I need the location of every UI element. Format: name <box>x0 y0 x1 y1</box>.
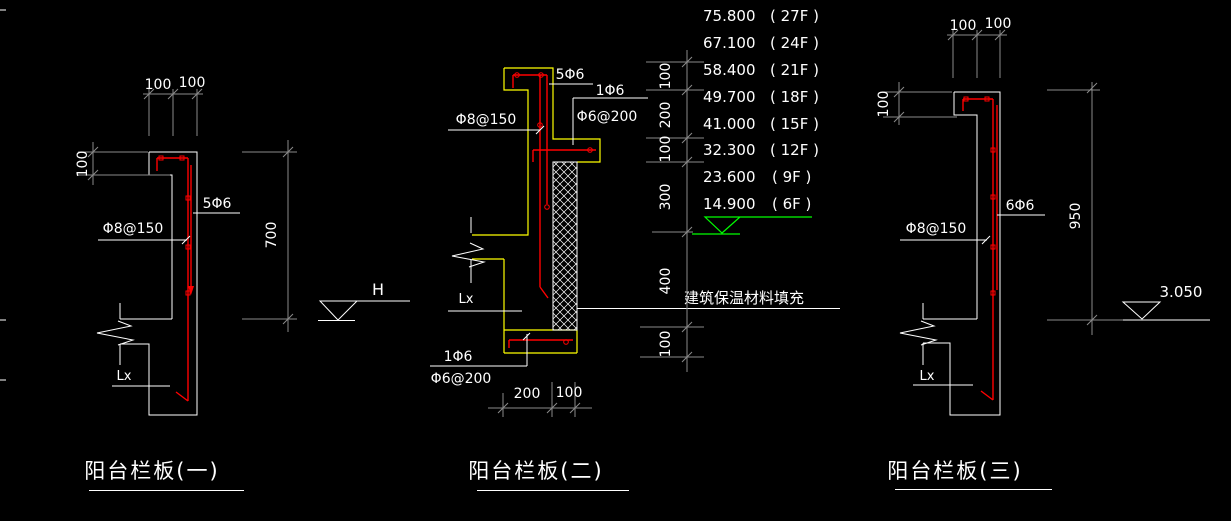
dim-bottom-width: 200 <box>514 386 541 402</box>
chain-dim-5: 100 <box>658 331 674 358</box>
label-ledge-bar: 1Φ6 <box>596 83 625 99</box>
elevation-value: 49.700 <box>703 88 756 106</box>
elevation-floor: ( 27F ) <box>770 7 819 25</box>
elevation-floor: ( 24F ) <box>770 34 819 52</box>
insulation-hatch <box>552 161 578 331</box>
elevation-floor: ( 9F ) <box>772 168 811 186</box>
rebar-section-dots <box>514 72 593 345</box>
elevation-floor: ( 21F ) <box>770 61 819 79</box>
dim-top-left: 100 <box>145 77 172 93</box>
drawing-1-title: 阳台栏板(一) <box>84 459 219 483</box>
elevation-value: 75.800 <box>703 7 756 25</box>
bottom-dimensions <box>488 382 592 417</box>
dim-bottom-insulation: 100 <box>556 385 583 401</box>
elevation-floor: ( 18F ) <box>770 88 819 106</box>
chain-dim-0: 100 <box>658 63 674 90</box>
dim-top-right: 100 <box>985 16 1012 32</box>
canvas-edge-ticks <box>0 9 6 381</box>
elevation-floor: ( 12F ) <box>770 141 819 159</box>
dim-left: 100 <box>876 91 892 118</box>
level-marker-h: H <box>318 280 410 321</box>
elevation-floor: ( 15F ) <box>770 115 819 133</box>
level-label: 3.050 <box>1160 283 1203 301</box>
leader-bottom-bar <box>430 332 531 367</box>
chain-dim-4: 400 <box>658 268 674 295</box>
elevation-value: 67.100 <box>703 34 756 52</box>
leader-phi8 <box>448 125 545 135</box>
dimension-chain <box>640 50 704 372</box>
drawing-2: 5Φ6 1Φ6 Φ6@200 Φ8@150 1Φ6 Φ6@200 Lx 建筑保温… <box>430 50 840 491</box>
panel-outline <box>119 151 198 416</box>
elevation-value: 41.000 <box>703 115 756 133</box>
label-span: Lx <box>459 292 474 307</box>
slab-break-line <box>451 217 486 283</box>
elevation-value: 14.900 <box>703 195 756 213</box>
dim-top-right: 100 <box>179 75 206 91</box>
dimensions <box>78 88 297 332</box>
leader-phi8 <box>900 235 991 245</box>
label-bottom-bar: 1Φ6 <box>444 349 473 365</box>
label-vertical-bars: 6Φ6 <box>1006 198 1035 214</box>
leader-ledge-bar <box>572 97 648 145</box>
dim-top-left: 100 <box>950 18 977 34</box>
drawing-3: 100 100 100 950 6Φ6 Φ8@150 Lx 3.050 阳台栏板… <box>876 16 1210 490</box>
elevation-floor: ( 6F ) <box>772 195 811 213</box>
drawing-3-title: 阳台栏板(三) <box>887 459 1022 483</box>
elevation-table: 75.800 ( 27F ) 67.100 ( 24F ) 58.400 ( 2… <box>703 7 819 213</box>
dim-height: 950 <box>1068 203 1084 230</box>
drawing-1: 100 100 100 700 5Φ6 Φ8@150 Lx H 阳台栏板(一) <box>75 75 410 491</box>
dim-height: 700 <box>264 222 280 249</box>
slab-break-line <box>899 320 938 346</box>
rebar-section-dots <box>158 155 191 296</box>
label-distribution-bars: Φ8@150 <box>103 221 164 237</box>
dim-left: 100 <box>75 151 91 178</box>
elevation-value: 58.400 <box>703 61 756 79</box>
leader-phi8 <box>98 235 191 245</box>
label-ledge-bar-spacing: Φ6@200 <box>577 109 638 125</box>
elevation-value: 23.600 <box>703 168 756 186</box>
rebar-lines <box>508 74 596 348</box>
label-span: Lx <box>117 369 132 384</box>
rebar-section-dots <box>963 96 996 296</box>
label-top-bars: 5Φ6 <box>556 67 585 83</box>
rebar-lines <box>156 157 192 402</box>
rebar-end-arrow <box>188 286 194 295</box>
panel-outline <box>472 67 601 354</box>
drawing-2-title: 阳台栏板(二) <box>468 459 603 483</box>
chain-dim-2: 100 <box>658 136 674 163</box>
label-span: Lx <box>920 369 935 384</box>
slab-break-line <box>96 320 135 346</box>
elevation-value: 32.300 <box>703 141 756 159</box>
label-vertical-bars: 5Φ6 <box>203 196 232 212</box>
dimensions <box>883 29 1130 335</box>
level-marker-3050: 3.050 <box>1121 283 1210 321</box>
label-distribution-bars: Φ8@150 <box>456 112 517 128</box>
label-bottom-bar-spacing: Φ6@200 <box>431 371 492 387</box>
level-label: H <box>372 280 384 299</box>
chain-dim-3: 300 <box>658 184 674 211</box>
floor-level-marker <box>692 216 812 235</box>
insulation-note: 建筑保温材料填充 <box>684 289 804 307</box>
label-distribution-bars: Φ8@150 <box>906 221 967 237</box>
chain-dim-1: 200 <box>658 102 674 129</box>
panel-outline <box>922 91 1001 416</box>
